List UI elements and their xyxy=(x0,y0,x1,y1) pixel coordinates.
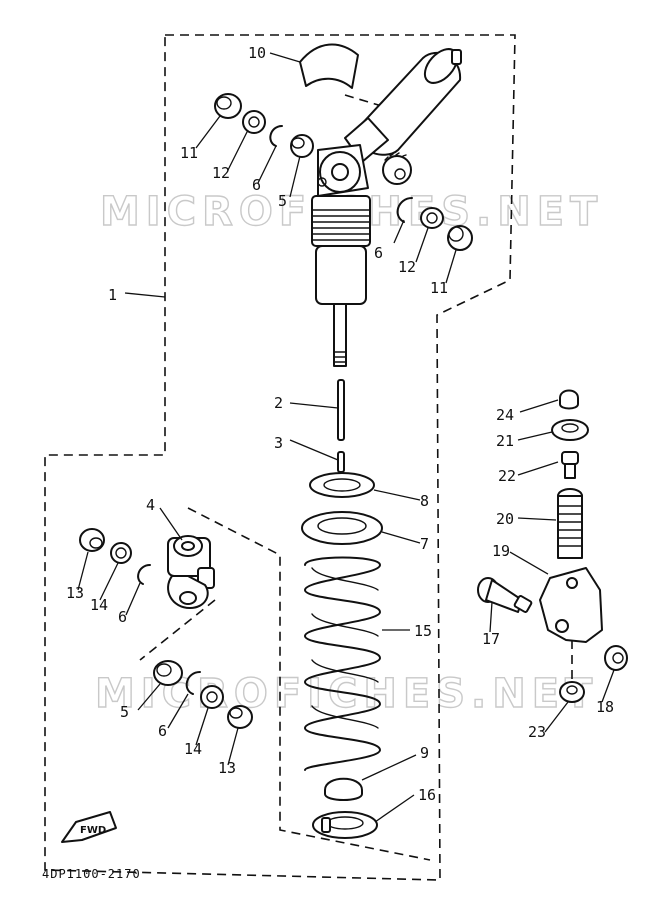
callout-1: 1 xyxy=(108,286,117,304)
fwd-label: FWD xyxy=(80,825,106,836)
lower-bottom-bushings xyxy=(153,660,253,729)
callout-11-left: 11 xyxy=(180,144,198,162)
callout-8: 8 xyxy=(420,492,429,510)
adjuster-rod xyxy=(557,488,583,559)
callout-5-upper: 5 xyxy=(278,192,287,210)
callout-5-lower: 5 xyxy=(120,703,129,721)
callout-18: 18 xyxy=(596,698,614,716)
callout-20: 20 xyxy=(496,510,514,528)
callout-17: 17 xyxy=(482,630,500,648)
lower-eye-group-line xyxy=(187,507,431,861)
callout-4: 4 xyxy=(146,496,155,514)
lower-eye xyxy=(167,535,215,609)
callout-6-upper-left: 6 xyxy=(252,176,261,194)
nut-21 xyxy=(551,419,589,441)
label-sticker xyxy=(299,43,359,89)
cap xyxy=(559,389,579,410)
callout-10: 10 xyxy=(248,44,266,62)
callout-3: 3 xyxy=(274,434,283,452)
callout-12-left: 12 xyxy=(212,164,230,182)
upper-right-bushings xyxy=(396,197,473,251)
spring-locknut xyxy=(309,472,375,498)
forward-arrow: FWD xyxy=(61,811,117,843)
callout-6-lower-bottom: 6 xyxy=(158,722,167,740)
upper-eye-group-line xyxy=(344,94,396,111)
callout-14-left: 14 xyxy=(90,596,108,614)
callout-6-lower-left: 6 xyxy=(118,608,127,626)
callout-13-bottom: 13 xyxy=(218,759,236,777)
upper-left-bushings xyxy=(214,93,314,158)
callout-15: 15 xyxy=(414,622,432,640)
callout-2: 2 xyxy=(274,394,283,412)
push-rod xyxy=(337,379,345,441)
callout-16: 16 xyxy=(418,786,436,804)
callout-13-left: 13 xyxy=(66,584,84,602)
callout-12-right: 12 xyxy=(398,258,416,276)
callout-19: 19 xyxy=(492,542,510,560)
callout-11-right: 11 xyxy=(430,279,448,297)
shock-absorber-body xyxy=(311,48,462,367)
coil-spring xyxy=(304,556,381,771)
callout-23: 23 xyxy=(528,723,546,741)
pin xyxy=(337,451,345,473)
spring-seat xyxy=(324,777,363,801)
callout-6-upper-right: 6 xyxy=(374,244,383,262)
callout-24: 24 xyxy=(496,406,514,424)
assembly-outline xyxy=(44,34,516,881)
bolt-17 xyxy=(477,577,533,613)
callout-7: 7 xyxy=(420,535,429,553)
callout-14-bottom: 14 xyxy=(184,740,202,758)
callout-22: 22 xyxy=(498,467,516,485)
callout-21: 21 xyxy=(496,432,514,450)
bolt-22 xyxy=(561,451,579,479)
spring-adjuster xyxy=(301,511,383,545)
lower-left-bushings xyxy=(79,528,151,585)
bracket xyxy=(539,567,603,643)
nut-18 xyxy=(604,645,628,671)
nut-23 xyxy=(559,681,585,703)
spring-guide xyxy=(312,811,378,839)
callout-9: 9 xyxy=(420,744,429,762)
leader-lines xyxy=(77,52,615,823)
diagram-code: 4DP1100-2170 xyxy=(42,867,141,881)
lower-bushing-group-line xyxy=(139,599,216,661)
